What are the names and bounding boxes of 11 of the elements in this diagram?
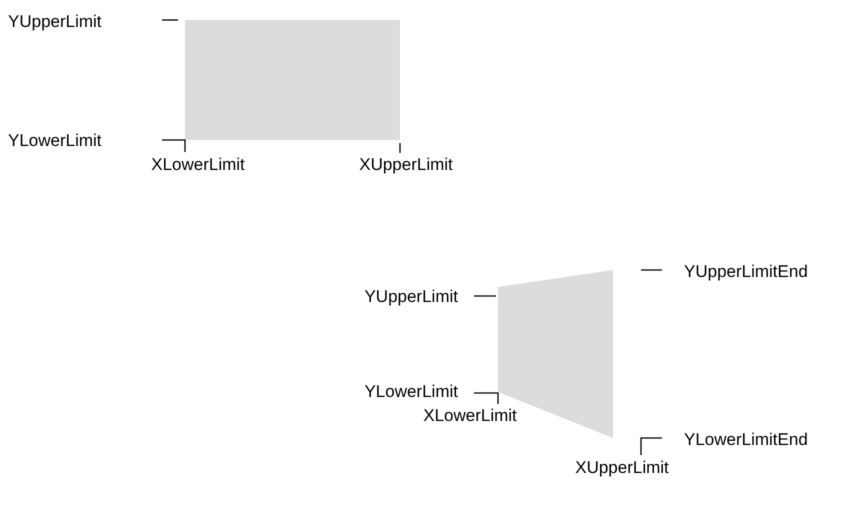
limit-label: YUpperLimit — [364, 287, 458, 307]
limit-label: XLowerLimit — [423, 406, 517, 426]
limit-label: XUpperLimit — [359, 155, 453, 175]
limit-label: YUpperLimitEnd — [684, 262, 808, 282]
limit-rectangle — [185, 20, 400, 140]
limit-label: YLowerLimit — [364, 382, 458, 402]
limit-label: YUpperLimit — [8, 12, 102, 32]
limit-label: XLowerLimit — [151, 155, 245, 175]
limit-label: YLowerLimit — [8, 131, 102, 151]
limit-label: XUpperLimit — [575, 458, 669, 478]
limit-label: YLowerLimitEnd — [684, 430, 808, 450]
